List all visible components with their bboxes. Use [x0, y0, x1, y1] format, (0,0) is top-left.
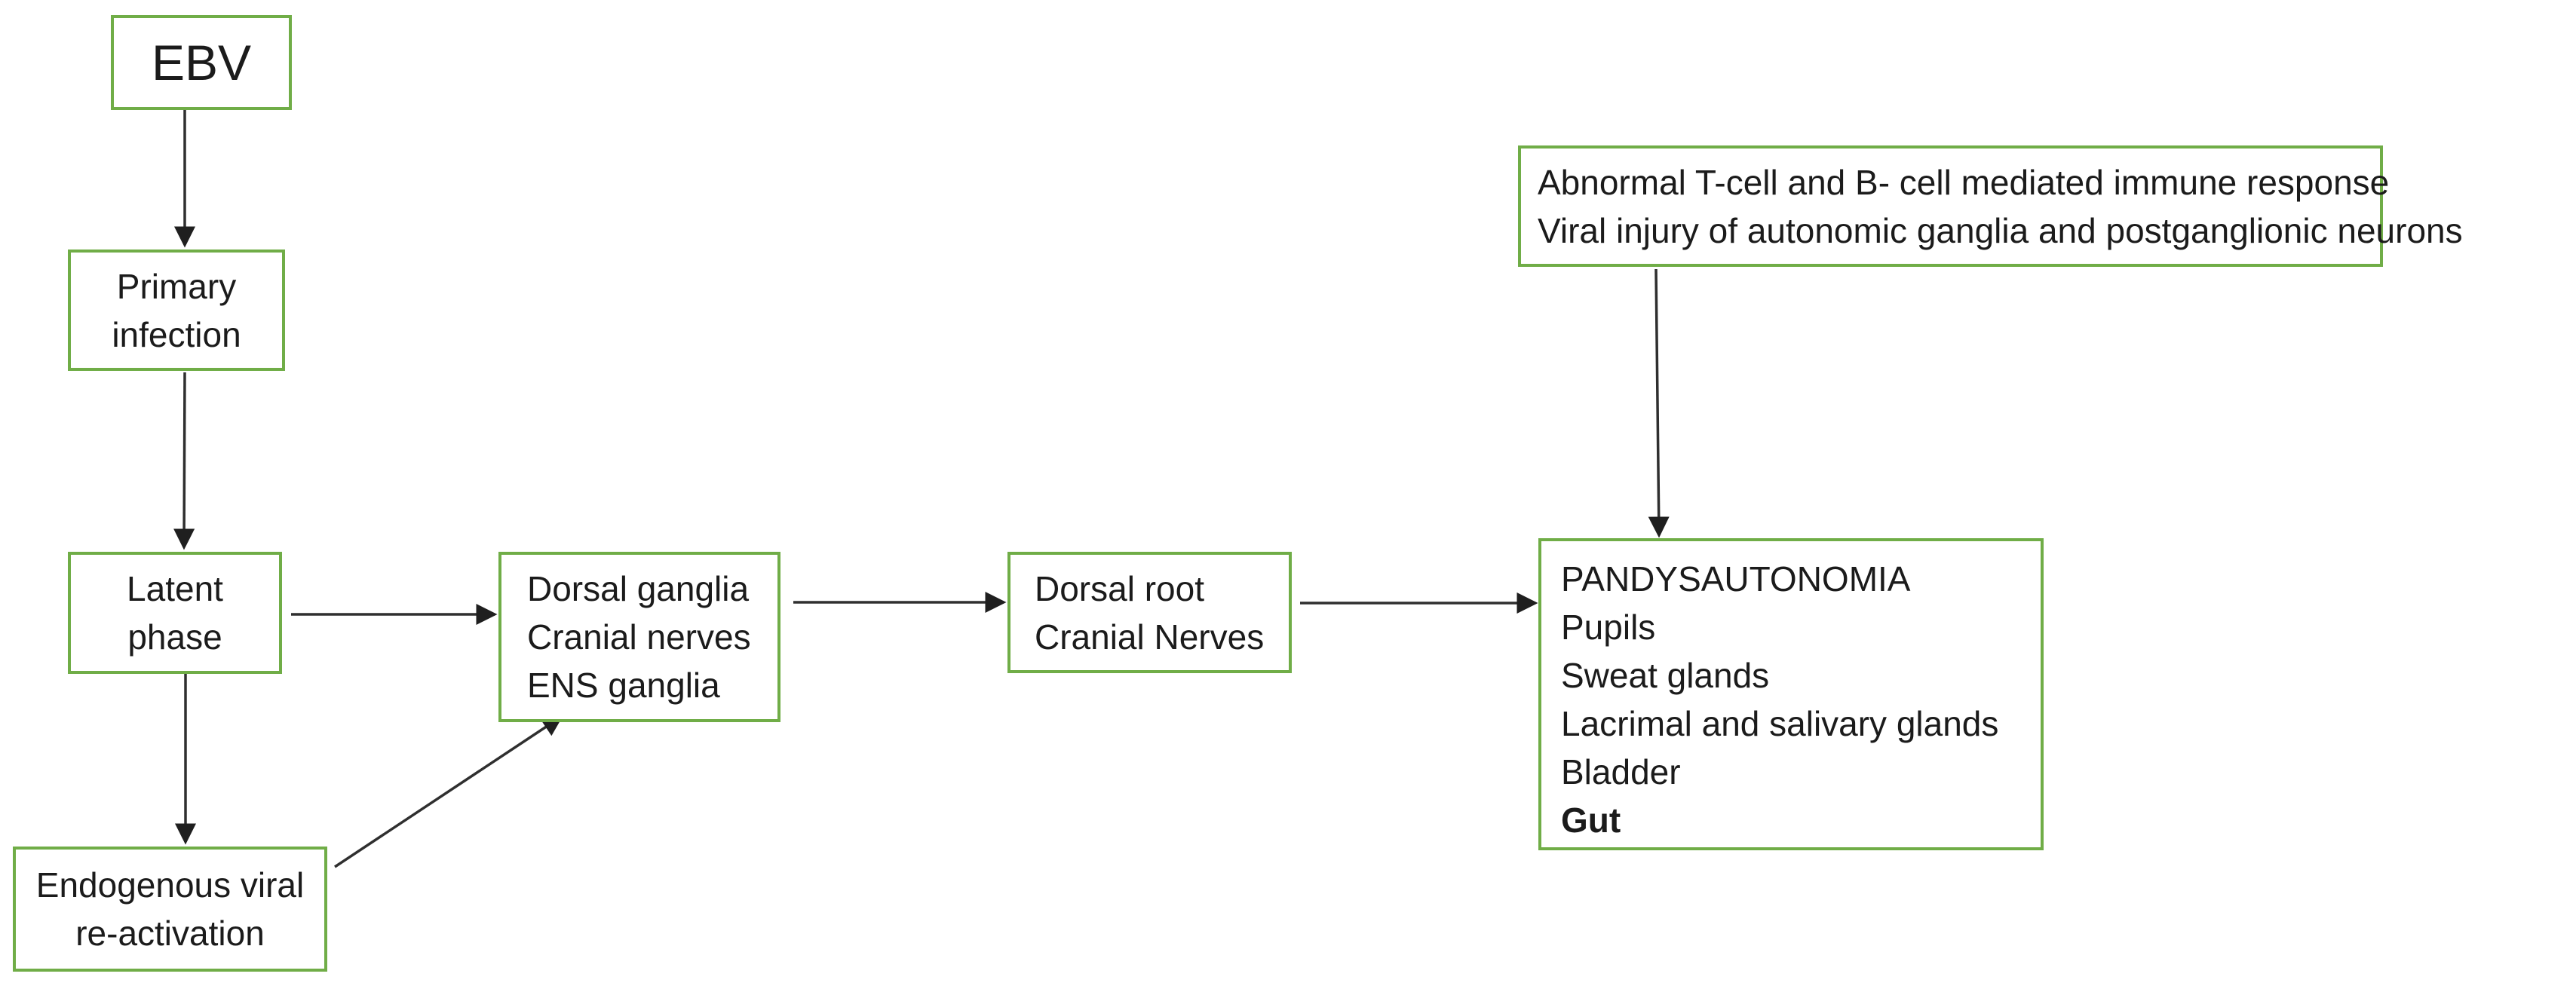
node-immune-mechanism-line: Viral injury of autonomic ganglia and po…: [1538, 210, 2463, 250]
node-pandysautonomia: PANDYSAUTONOMIA Pupils Sweat glands Lacr…: [1538, 538, 2044, 850]
node-endogenous-viral-reactivation: Endogenous viral re-activation: [13, 847, 327, 972]
arrow-immune-to-pandysautonomia: [1648, 268, 1670, 538]
node-endogenous-line: Endogenous viral: [35, 865, 305, 905]
node-pandysautonomia-item: Sweat glands: [1561, 656, 1770, 695]
node-dorsal-root: Dorsal root Cranial Nerves: [1007, 552, 1292, 673]
node-dorsal-root-line: Cranial Nerves: [1035, 617, 1265, 657]
arrow-endogenous-to-dorsal-ganglia: [334, 715, 563, 868]
node-pandysautonomia-item: Pupils: [1561, 608, 1656, 647]
node-latent-phase: Latent phase: [68, 552, 282, 674]
node-ebv: EBV: [111, 15, 292, 110]
node-latent-phase-line: Latent: [127, 569, 223, 608]
node-immune-mechanism: Abnormal T-cell and B- cell mediated imm…: [1518, 145, 2463, 267]
node-dorsal-ganglia-line: Dorsal ganglia: [527, 569, 750, 608]
node-pandysautonomia-item: Lacrimal and salivary glands: [1561, 704, 1999, 743]
node-pandysautonomia-item: Bladder: [1561, 752, 1681, 791]
node-ebv-label: EBV: [151, 35, 252, 90]
arrow-primary-to-latent: [173, 372, 195, 550]
node-dorsal-root-line: Dorsal root: [1035, 568, 1204, 608]
node-primary-infection: Primary infection: [68, 250, 285, 371]
node-dorsal-ganglia: Dorsal ganglia Cranial nerves ENS gangli…: [498, 552, 780, 722]
node-latent-phase-line: phase: [127, 617, 222, 657]
node-pandysautonomia-item-gut: Gut: [1561, 801, 1621, 840]
node-immune-mechanism-line: Abnormal T-cell and B- cell mediated imm…: [1538, 162, 2390, 202]
node-primary-infection-line: Primary: [116, 266, 237, 306]
node-dorsal-ganglia-line: ENS ganglia: [527, 666, 720, 705]
node-endogenous-line: re-activation: [75, 914, 265, 953]
node-dorsal-ganglia-line: Cranial nerves: [527, 617, 751, 657]
node-pandysautonomia-title: PANDYSAUTONOMIA: [1561, 559, 1911, 599]
node-primary-infection-line: infection: [112, 314, 241, 354]
